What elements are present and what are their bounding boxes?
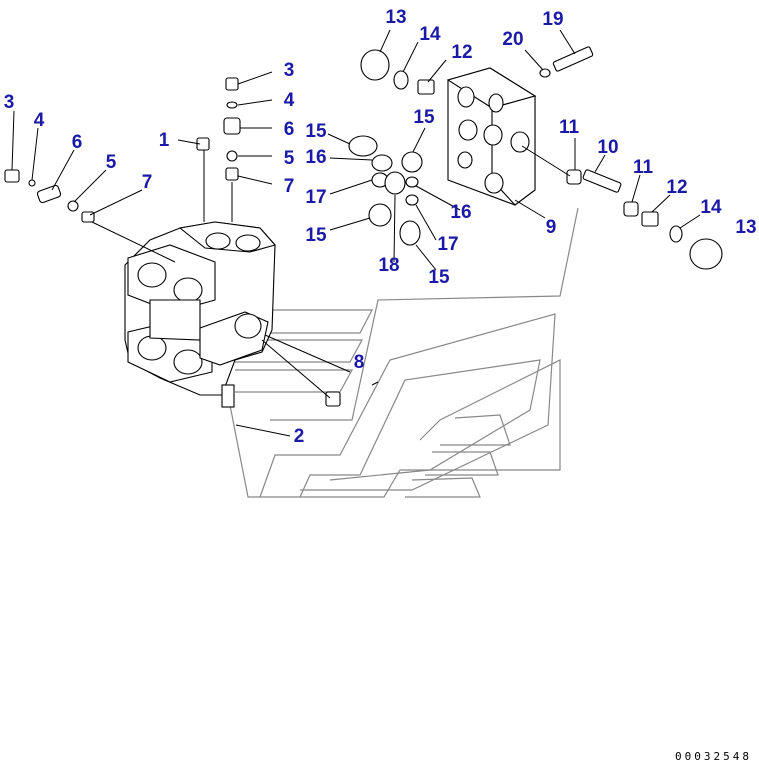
- callout-13: 13: [385, 7, 406, 28]
- callout-16: 16: [450, 202, 471, 223]
- callout-18: 18: [378, 255, 399, 276]
- valve-stack-outline: [227, 207, 579, 498]
- callout-16: 16: [305, 147, 326, 168]
- callout-3: 3: [284, 60, 295, 81]
- callout-11: 11: [559, 117, 580, 138]
- callout-2: 2: [294, 426, 305, 447]
- callout-20: 20: [502, 29, 523, 50]
- callout-17: 17: [305, 187, 326, 208]
- callout-12: 12: [451, 42, 472, 63]
- callout-15: 15: [413, 107, 435, 128]
- end-cover: [446, 67, 537, 206]
- callout-6: 6: [284, 119, 295, 140]
- callout-10: 10: [597, 137, 618, 158]
- callout-3: 3: [4, 92, 15, 113]
- leader-lines: [11, 29, 701, 437]
- callout-19: 19: [542, 9, 563, 30]
- callout-11: 11: [633, 157, 654, 178]
- callout-9: 9: [546, 217, 557, 238]
- callout-15: 15: [428, 267, 450, 288]
- callout-5: 5: [106, 152, 117, 173]
- callout-4: 4: [34, 110, 45, 131]
- callouts: 13 14 12 20 19 3 4 6 5 7 1 3 4 6 5 7 15 …: [4, 7, 757, 447]
- callout-4: 4: [284, 90, 295, 111]
- callout-12: 12: [666, 177, 687, 198]
- drawing-number: 00032548: [675, 750, 752, 763]
- callout-6: 6: [72, 132, 83, 153]
- valve-body: [124, 221, 276, 408]
- callout-8: 8: [354, 352, 365, 373]
- callout-1: 1: [159, 130, 170, 151]
- callout-5: 5: [284, 148, 295, 169]
- callout-7: 7: [284, 176, 295, 197]
- callout-14: 14: [419, 24, 441, 45]
- callout-15: 15: [305, 225, 327, 246]
- callout-7: 7: [142, 172, 153, 193]
- callout-14: 14: [700, 197, 722, 218]
- callout-15: 15: [305, 121, 327, 142]
- loose-parts: [4, 46, 723, 407]
- callout-13: 13: [735, 217, 756, 238]
- callout-17: 17: [437, 234, 458, 255]
